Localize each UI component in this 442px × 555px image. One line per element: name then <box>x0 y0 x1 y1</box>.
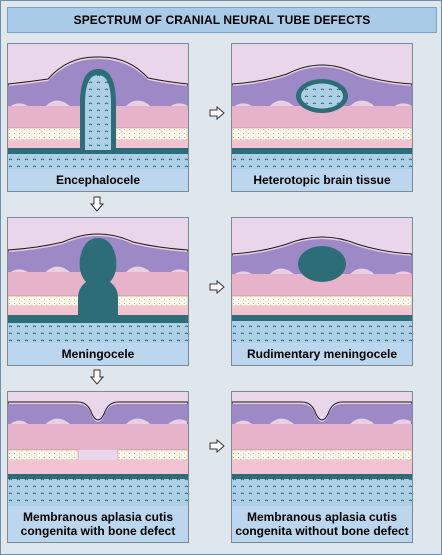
panel-heterotopic-brain-tissue: Heterotopic brain tissue <box>231 43 413 192</box>
right-arrow-icon <box>209 106 225 120</box>
right-arrow-icon <box>209 280 225 294</box>
right-arrow-icon <box>209 439 225 453</box>
panel-meningocele: Meningocele <box>7 217 189 366</box>
panel-label: Meningocele <box>8 343 188 365</box>
heterotopic-illustration <box>232 44 412 191</box>
label-line-1: Membranous aplasia cutis <box>246 510 398 524</box>
panel-label: Rudimentary meningocele <box>232 343 412 365</box>
panel-rudimentary-meningocele: Rudimentary meningocele <box>231 217 413 366</box>
label-line-2: congenita with bone defect <box>20 524 176 538</box>
label-line-1: Membranous aplasia cutis <box>22 510 174 524</box>
panel-label: Encephalocele <box>8 169 188 191</box>
down-arrow-icon <box>90 369 104 385</box>
panel-label: Heterotopic brain tissue <box>232 169 412 191</box>
label-line-2: congenita without bone defect <box>235 524 409 538</box>
down-arrow-icon <box>90 196 104 212</box>
figure-title: SPECTRUM OF CRANIAL NEURAL TUBE DEFECTS <box>7 7 437 33</box>
panel-encephalocele: Encephalocele <box>7 43 189 192</box>
